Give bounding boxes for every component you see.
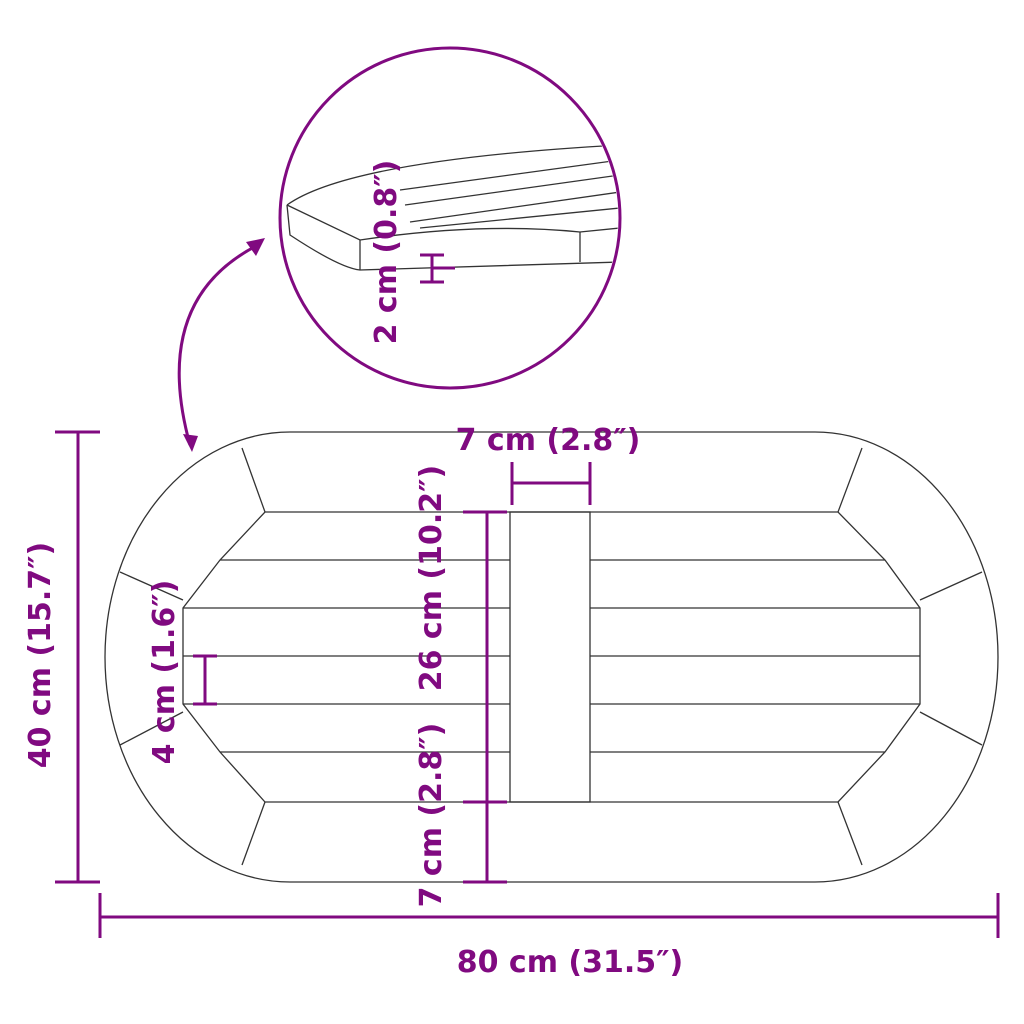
width-dimension-line [55,430,100,884]
total-length-label: 80 cm (31.5″) [457,945,684,980]
center-strip-label: 7 cm (2.8″) [456,423,641,458]
edge-band-label: 7 cm (2.8″) [414,723,449,908]
plank-width-dimension-line [193,654,217,706]
inner-length-dimension-line [463,510,507,884]
total-width-label: 40 cm (15.7″) [23,542,58,769]
inner-length-label: 26 cm (10.2″) [414,465,449,692]
thickness-dimension-line [420,253,455,284]
plank-lines [183,511,920,803]
table-outline [104,431,999,883]
table-top-drawing [104,431,999,883]
plank-area-outline [182,511,921,803]
edge-segment-lines [119,447,983,866]
plank-width-label: 4 cm (1.6″) [147,580,182,765]
center-strip-dimension-line [510,462,592,505]
thickness-detail-callout: 2 cm (0.8″) [278,46,622,390]
thickness-label: 2 cm (0.8″) [369,160,404,345]
length-dimension-line [98,893,1000,938]
callout-arrow [177,238,265,452]
